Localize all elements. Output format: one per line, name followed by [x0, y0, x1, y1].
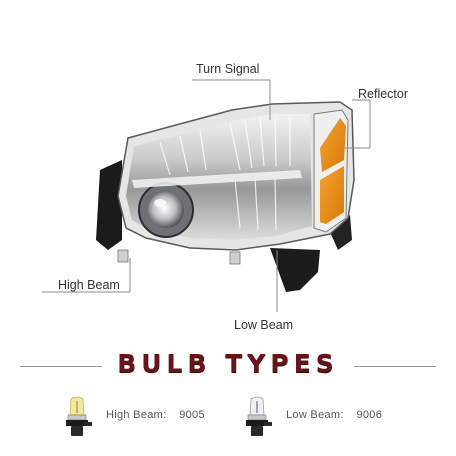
callout-lines [42, 79, 371, 312]
callout-low-beam: Low Beam [234, 318, 294, 332]
callout-turn-signal: Turn Signal [196, 62, 260, 76]
heading-rule-left [20, 366, 102, 367]
bulb-high-beam-name: High Beam: [106, 409, 167, 421]
bulb-high-beam-code: 9005 [179, 409, 205, 421]
bulb-high-beam-label: High Beam: 9005 [106, 409, 205, 421]
bulb-low-beam-label: Low Beam: 9006 [286, 409, 382, 421]
heading-rule-right [354, 366, 436, 367]
section-title: BULB TYPES [117, 349, 339, 378]
bulb-low-beam-code: 9006 [356, 409, 383, 421]
callout-high-beam: High Beam [58, 278, 120, 292]
bulb-9006-image [246, 396, 272, 436]
headlight-assembly-image [96, 101, 355, 292]
bulb-low-beam-name: Low Beam: [286, 409, 344, 421]
bulb-9005-image [66, 396, 92, 436]
callout-reflector: Reflector [358, 87, 409, 101]
